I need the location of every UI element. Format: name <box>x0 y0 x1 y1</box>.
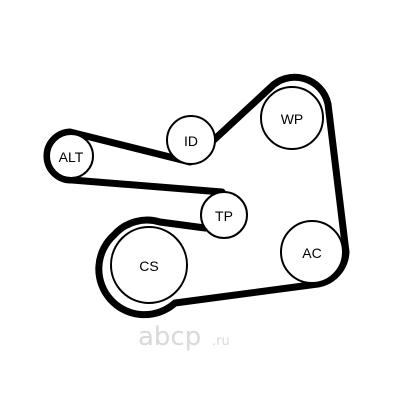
watermark-logo: abcp .ru <box>138 322 230 352</box>
watermark-tld: .ru <box>212 334 230 349</box>
pulley-alt: ALT <box>48 133 94 179</box>
pulley-id: ID <box>166 115 216 165</box>
pulley-id-label: ID <box>184 133 198 149</box>
pulley-alt-label: ALT <box>59 149 84 165</box>
watermark-brand: abcp <box>138 322 201 352</box>
pulley-tp-label: TP <box>215 208 233 224</box>
pulley-wp-label: WP <box>281 111 304 127</box>
pulley-cs-label: CS <box>139 258 158 274</box>
pulley-ac: AC <box>280 220 344 284</box>
pulley-wp: WP <box>260 86 324 150</box>
pulley-cs: CS <box>110 226 188 304</box>
pulley-ac-label: AC <box>302 245 321 261</box>
drive-belt <box>43 73 350 319</box>
pulley-tp: TP <box>200 191 248 239</box>
